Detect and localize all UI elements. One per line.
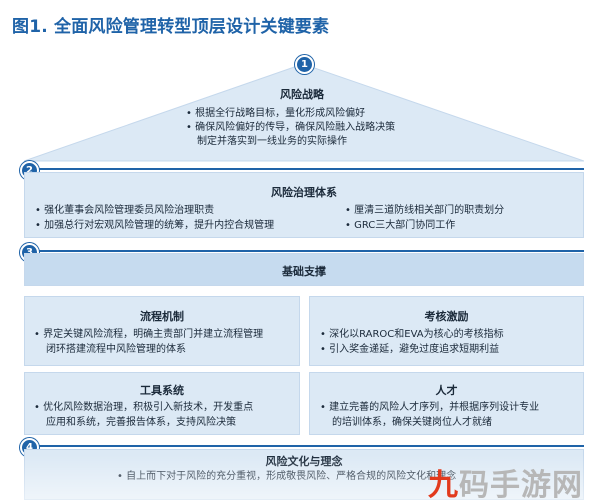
triangle-shape	[24, 63, 584, 162]
foundation-panel: 基础支撑	[24, 253, 584, 286]
tools-title: 工具系统	[140, 384, 184, 397]
watermark-text: 码手游网	[459, 468, 583, 503]
incentive-panel: 考核激励 • 深化以RAROC和EVA为核心的考核指标 • 引入奖金递延，避免过…	[309, 296, 584, 366]
talent-panel: 人才 • 建立完善的风险人才序列，并根据序列设计专业 的培训体系，确保关键岗位人…	[309, 372, 584, 435]
process-panel: 流程机制 • 界定关键风险流程，明确主责部门并建立流程管理 闭环搭建流程中风险管…	[24, 296, 300, 366]
strategy-triangle: 风险战略 • 根据全行战略目标，量化形成风险偏好 • 确保风险偏好的传导，确保风…	[24, 60, 584, 163]
process-title: 流程机制	[140, 310, 184, 323]
incentive-bullet: • 引入奖金递延，避免过度追求短期利益	[320, 344, 500, 355]
section-divider	[24, 250, 584, 252]
watermark-accent: 九	[428, 468, 459, 503]
governance-panel: 风险治理体系 • 强化董事会风险管理委员风险治理职责 • 加强总行对宏观风险管理…	[24, 172, 584, 238]
governance-title: 风险治理体系	[271, 186, 337, 199]
talent-title: 人才	[435, 384, 458, 397]
strategy-title: 风险战略	[280, 88, 324, 101]
culture-bullet: • 自上而下对于风险的充分重视，形成敬畏风险、严格合规的风险文化和理念	[117, 471, 457, 482]
strategy-bullet: 制定并落实到一线业务的实际操作	[197, 136, 347, 147]
incentive-bullet: • 深化以RAROC和EVA为核心的考核指标	[320, 329, 504, 340]
talent-bullet: 的培训体系，确保关键岗位人才就绪	[332, 417, 492, 428]
section-divider	[24, 445, 584, 447]
foundation-title: 基础支撑	[282, 265, 326, 278]
process-bullet: 闭环搭建流程中风险管理的体系	[46, 344, 186, 355]
governance-bullet: • 加强总行对宏观风险管理的统筹，提升内控合规管理	[35, 220, 275, 231]
figure-title: 图1. 全面风险管理转型顶层设计关键要素	[12, 17, 330, 37]
watermark-logo: 九码手游网	[428, 460, 583, 504]
section-divider	[24, 168, 584, 170]
talent-bullet: • 建立完善的风险人才序列，并根据序列设计专业	[320, 402, 540, 413]
tools-panel: 工具系统 • 优化风险数据治理，积极引入新技术，开发重点 应用和系统，完善报告体…	[24, 372, 300, 435]
tools-bullet: 应用和系统，完善报告体系，支持风险决策	[46, 417, 236, 428]
strategy-bullet: • 根据全行战略目标，量化形成风险偏好	[186, 108, 366, 119]
step-badge-1: 1	[295, 55, 314, 74]
tools-bullet: • 优化风险数据治理，积极引入新技术，开发重点	[34, 402, 254, 413]
incentive-title: 考核激励	[424, 310, 469, 323]
governance-bullet: • 强化董事会风险管理委员风险治理职责	[35, 205, 215, 216]
process-bullet: • 界定关键风险流程，明确主责部门并建立流程管理	[34, 329, 264, 340]
governance-bullet: • GRC三大部门协同工作	[345, 220, 456, 231]
strategy-bullet: • 确保风险偏好的传导，确保风险融入战略决策	[186, 122, 396, 133]
governance-bullet: • 厘清三道防线相关部门的职责划分	[345, 205, 505, 216]
